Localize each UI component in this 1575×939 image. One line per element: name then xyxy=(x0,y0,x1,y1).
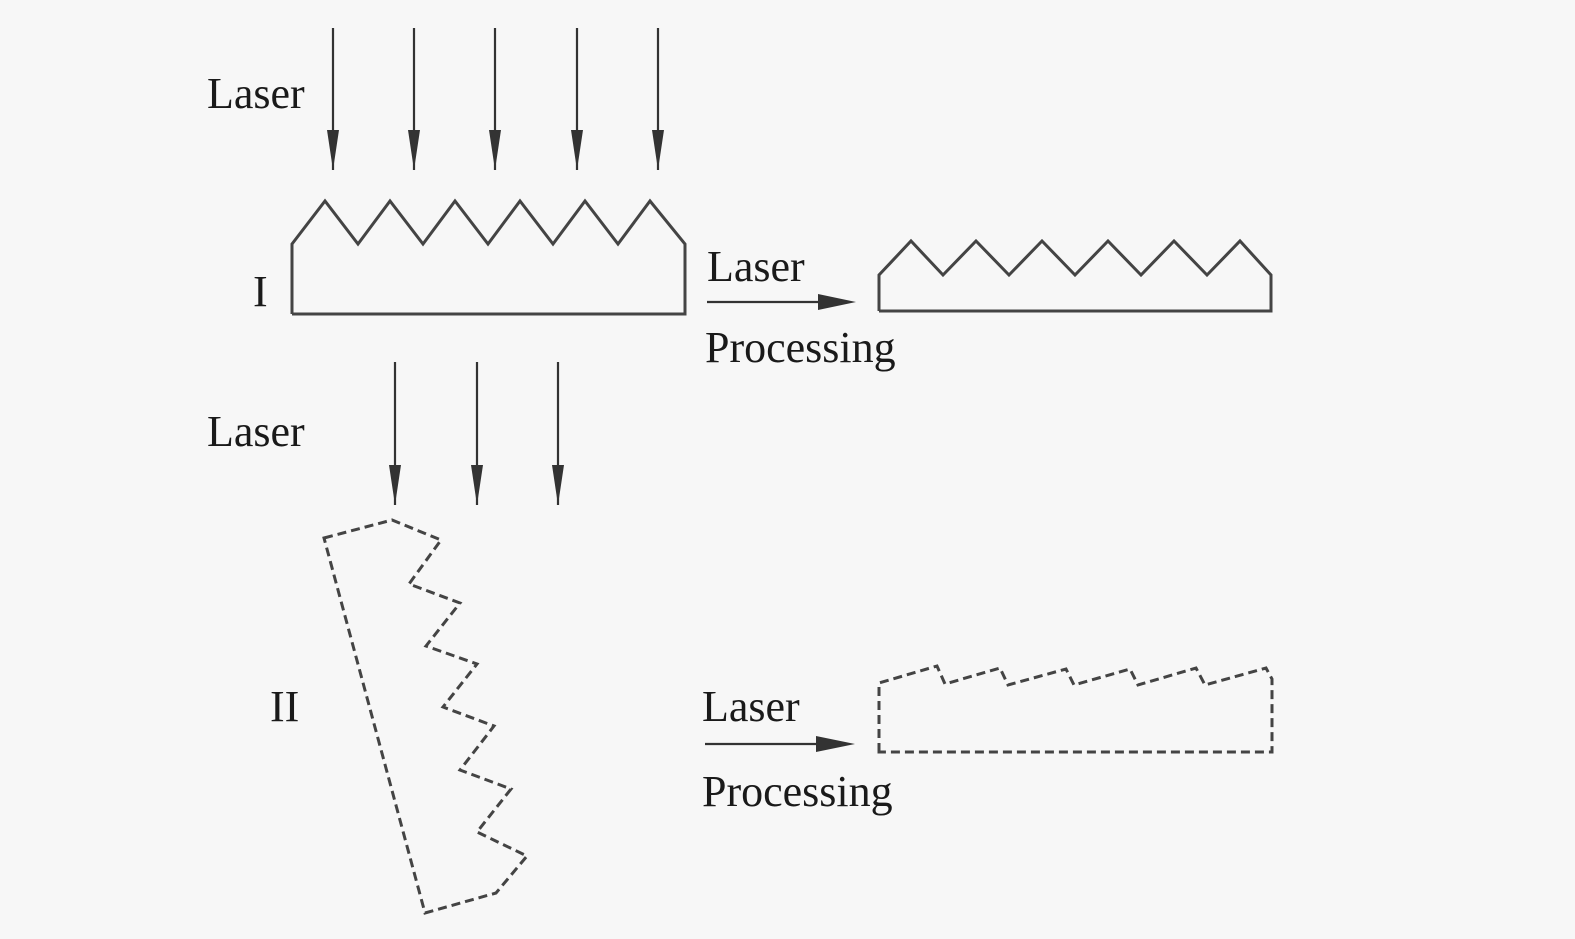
top-laser-arrowhead xyxy=(327,130,339,170)
bottom-laser-arrows xyxy=(389,362,564,505)
workpiece-i-profile xyxy=(290,198,687,316)
bottom-laser-arrowhead xyxy=(389,465,401,505)
top-laser-arrowhead xyxy=(408,130,420,170)
bottom-laser-label: Laser xyxy=(207,407,305,456)
top-laser-arrowhead xyxy=(652,130,664,170)
workpiece-i-result xyxy=(877,238,1273,313)
bottom-laser-arrowhead xyxy=(552,465,564,505)
bottom-process-label-lower: Processing xyxy=(702,767,893,816)
workpiece-ii-label: II xyxy=(270,682,300,731)
top-laser-arrowhead xyxy=(571,130,583,170)
top-laser-arrowhead xyxy=(489,130,501,170)
bottom-process-label-upper: Laser xyxy=(702,682,800,731)
workpiece-ii-profile xyxy=(322,518,530,915)
top-process-arrow xyxy=(707,294,856,310)
workpiece-i-label: I xyxy=(253,267,268,316)
top-process-label-upper: Laser xyxy=(707,242,805,291)
top-process-label-lower: Processing xyxy=(705,323,896,372)
bottom-laser-arrowhead xyxy=(471,465,483,505)
workpiece-ii-result xyxy=(877,664,1274,754)
bottom-process-arrow xyxy=(705,736,855,752)
top-laser-label: Laser xyxy=(207,69,305,118)
top-laser-arrows xyxy=(327,28,664,170)
